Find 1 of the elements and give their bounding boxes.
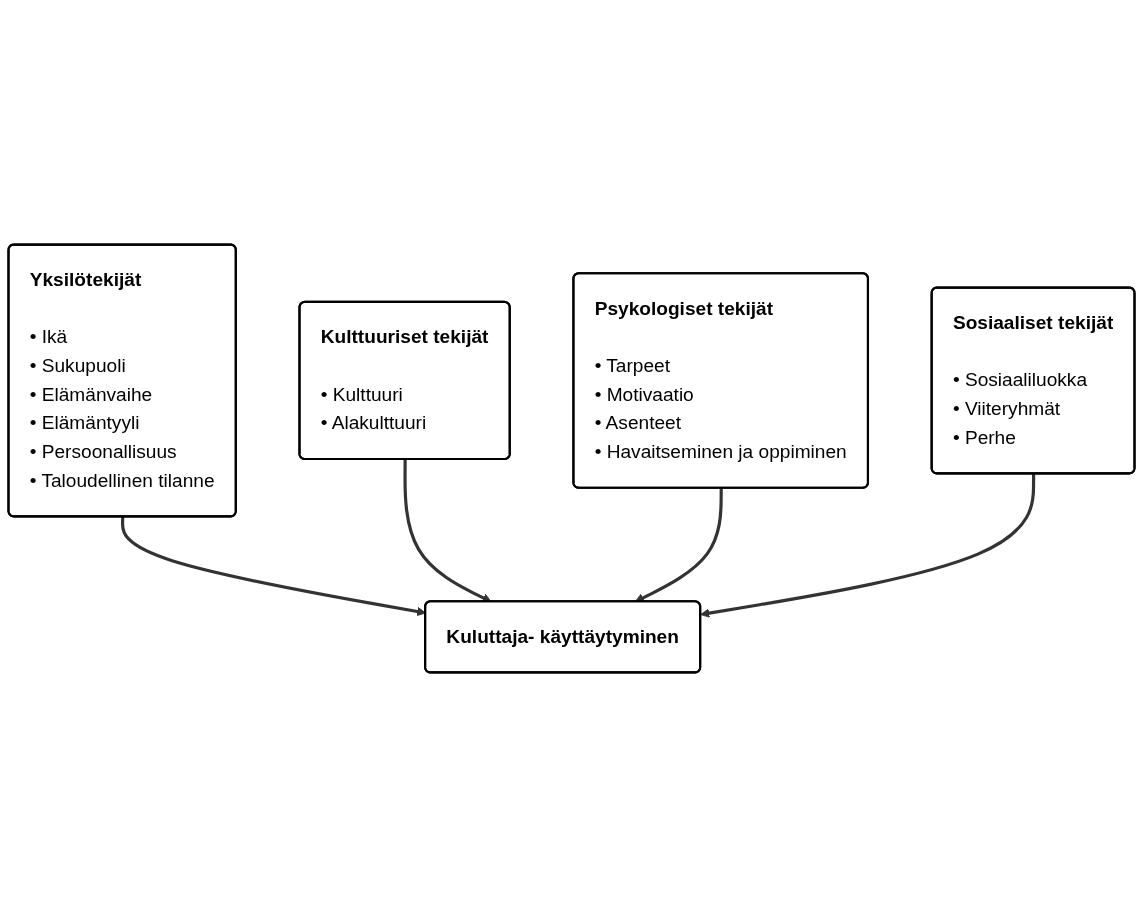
arrow [700, 473, 1036, 618]
